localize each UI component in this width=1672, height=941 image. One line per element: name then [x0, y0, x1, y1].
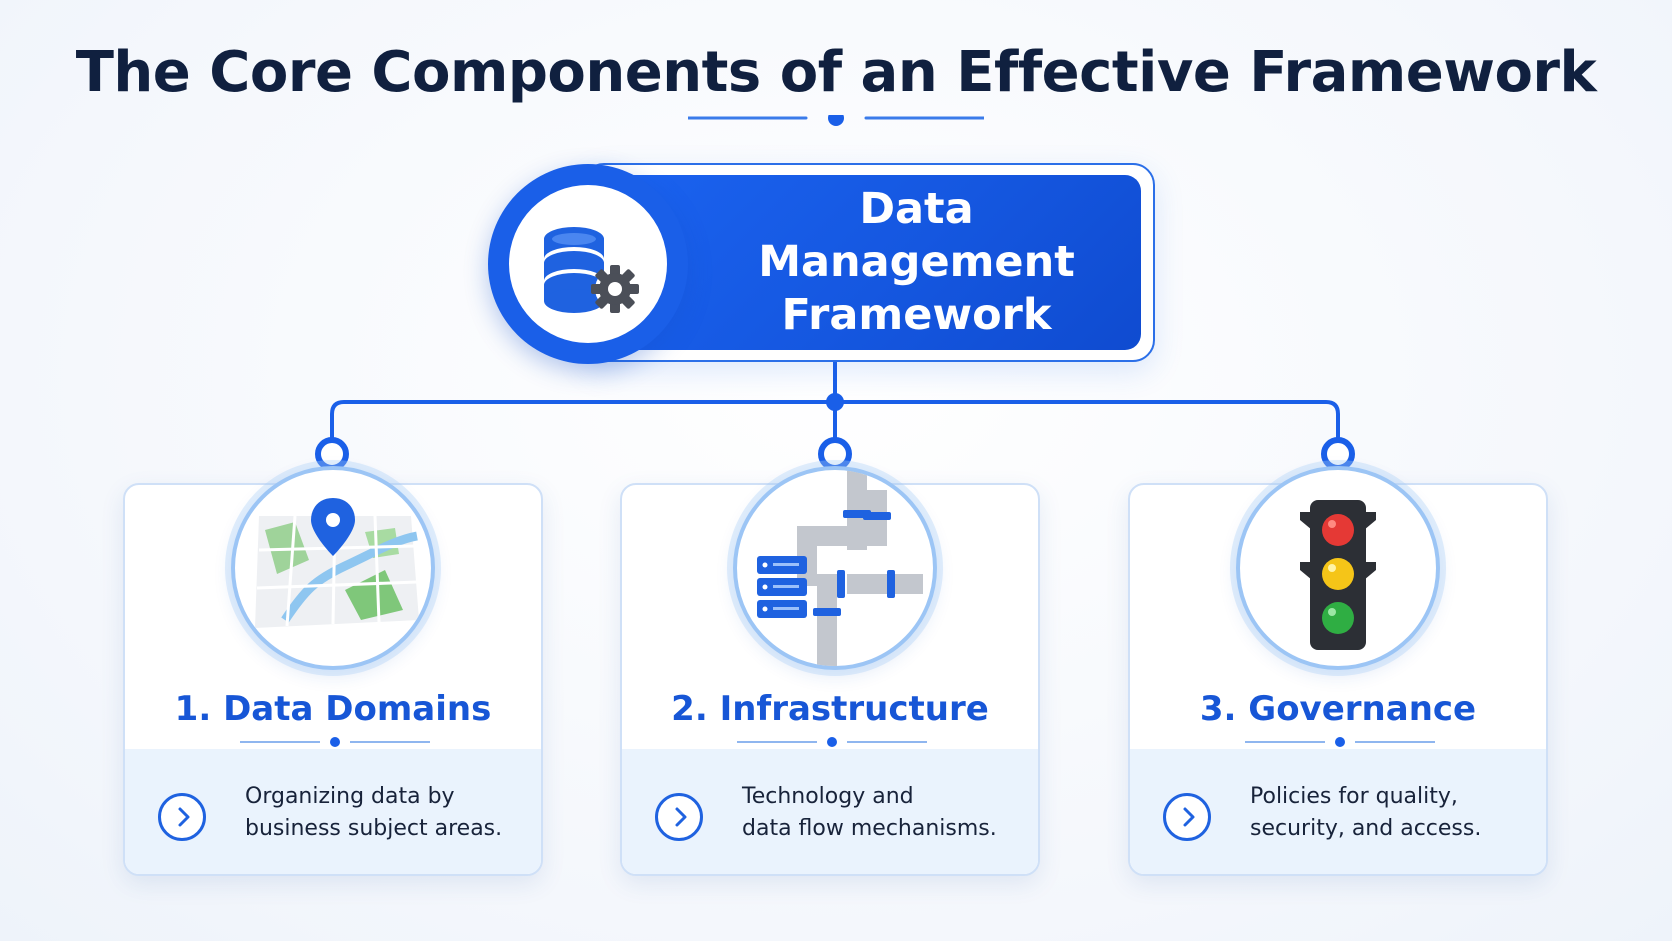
- chevron-right-icon: [1183, 807, 1195, 827]
- card-divider: [240, 737, 430, 747]
- connector-node-1: [315, 437, 349, 471]
- map-icon-circle: [231, 466, 435, 670]
- card-title: 3. Governance: [1199, 689, 1477, 729]
- database-gear-icon: [544, 227, 639, 313]
- framework-box: Data Management Framework: [582, 163, 1155, 362]
- card-divider: [737, 737, 927, 747]
- card-description: Technology and data flow mechanisms.: [742, 784, 997, 841]
- card-chevron-button[interactable]: [158, 793, 206, 841]
- governance-icon-circle: [1236, 466, 1440, 670]
- pipes-server-icon: [757, 470, 923, 666]
- map-pin-icon: [255, 498, 419, 628]
- card-description: Policies for quality, security, and acce…: [1250, 784, 1482, 841]
- card-title: 1. Data Domains: [174, 689, 492, 729]
- infrastructure-icon-circle: [733, 466, 937, 670]
- card-chevron-button[interactable]: [1163, 793, 1211, 841]
- card-description: Organizing data by business subject area…: [245, 784, 503, 841]
- card-chevron-button[interactable]: [655, 793, 703, 841]
- framework-icon-circle: [488, 164, 688, 364]
- framework-title: Data Management Framework: [758, 184, 1075, 340]
- traffic-light-icon: [1300, 500, 1376, 650]
- chevron-right-icon: [178, 807, 190, 827]
- page-title: The Core Components of an Effective Fram…: [75, 40, 1597, 105]
- title-divider: [688, 115, 984, 126]
- card-title: 2. Infrastructure: [671, 689, 989, 729]
- card-data-domains: 1. Data Domains Organizing data by busin…: [123, 483, 543, 876]
- chevron-right-icon: [675, 807, 687, 827]
- card-divider: [1245, 737, 1435, 747]
- framework-box-fill: Data Management Framework: [592, 175, 1141, 350]
